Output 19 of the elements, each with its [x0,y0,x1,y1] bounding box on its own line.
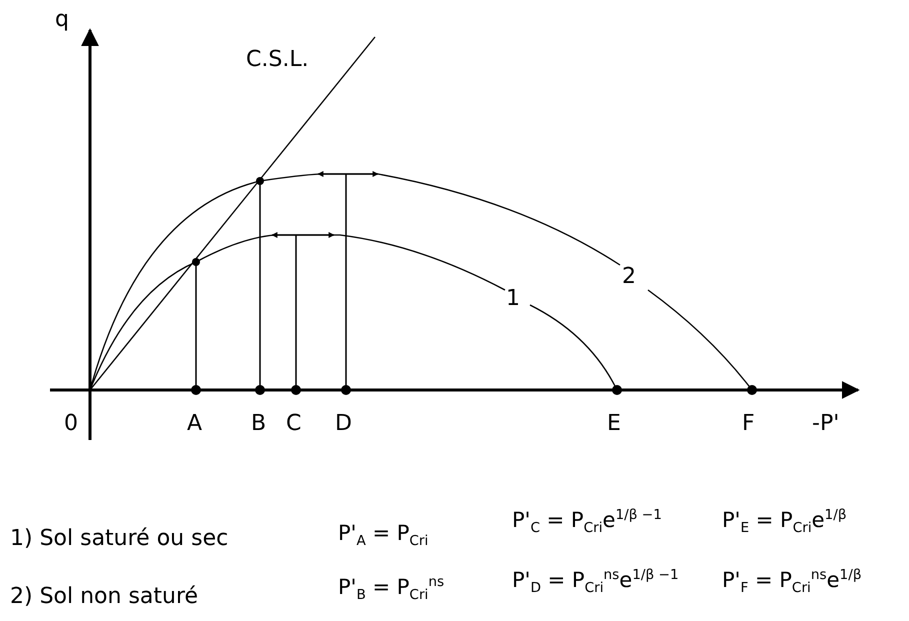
legend-text: 2) Sol non saturé [10,585,198,610]
point-label: E [607,412,621,436]
point-label: C [286,412,302,436]
line-label: C.S.L. [246,48,309,72]
curve-number: 1 [506,287,520,312]
axis-label: q [55,8,69,32]
point-label: A [187,412,202,436]
point-label: B [251,412,266,436]
point-label: F [742,412,755,436]
formula: P'$_{F}$ = P$_{Cri}$$^{ns}$e$^{1/β}$ [722,568,862,596]
curve-number: 2 [622,265,636,290]
formula: P'$_{A}$ = P$_{Cri}$ [338,522,428,550]
legend-text: 1) Sol saturé ou sec [10,527,228,552]
formula: P'$_{D}$ = P$_{Cri}$$^{ns}$e$^{1/β −1}$ [512,568,679,596]
axis-label: -P' [812,412,840,436]
formula: P'$_{C}$ = P$_{Cri}$e$^{1/β −1}$ [512,508,662,536]
point-label: D [335,412,352,436]
formula: P'$_{E}$ = P$_{Cri}$e$^{1/β}$ [722,508,847,536]
origin-label: 0 [64,412,78,436]
